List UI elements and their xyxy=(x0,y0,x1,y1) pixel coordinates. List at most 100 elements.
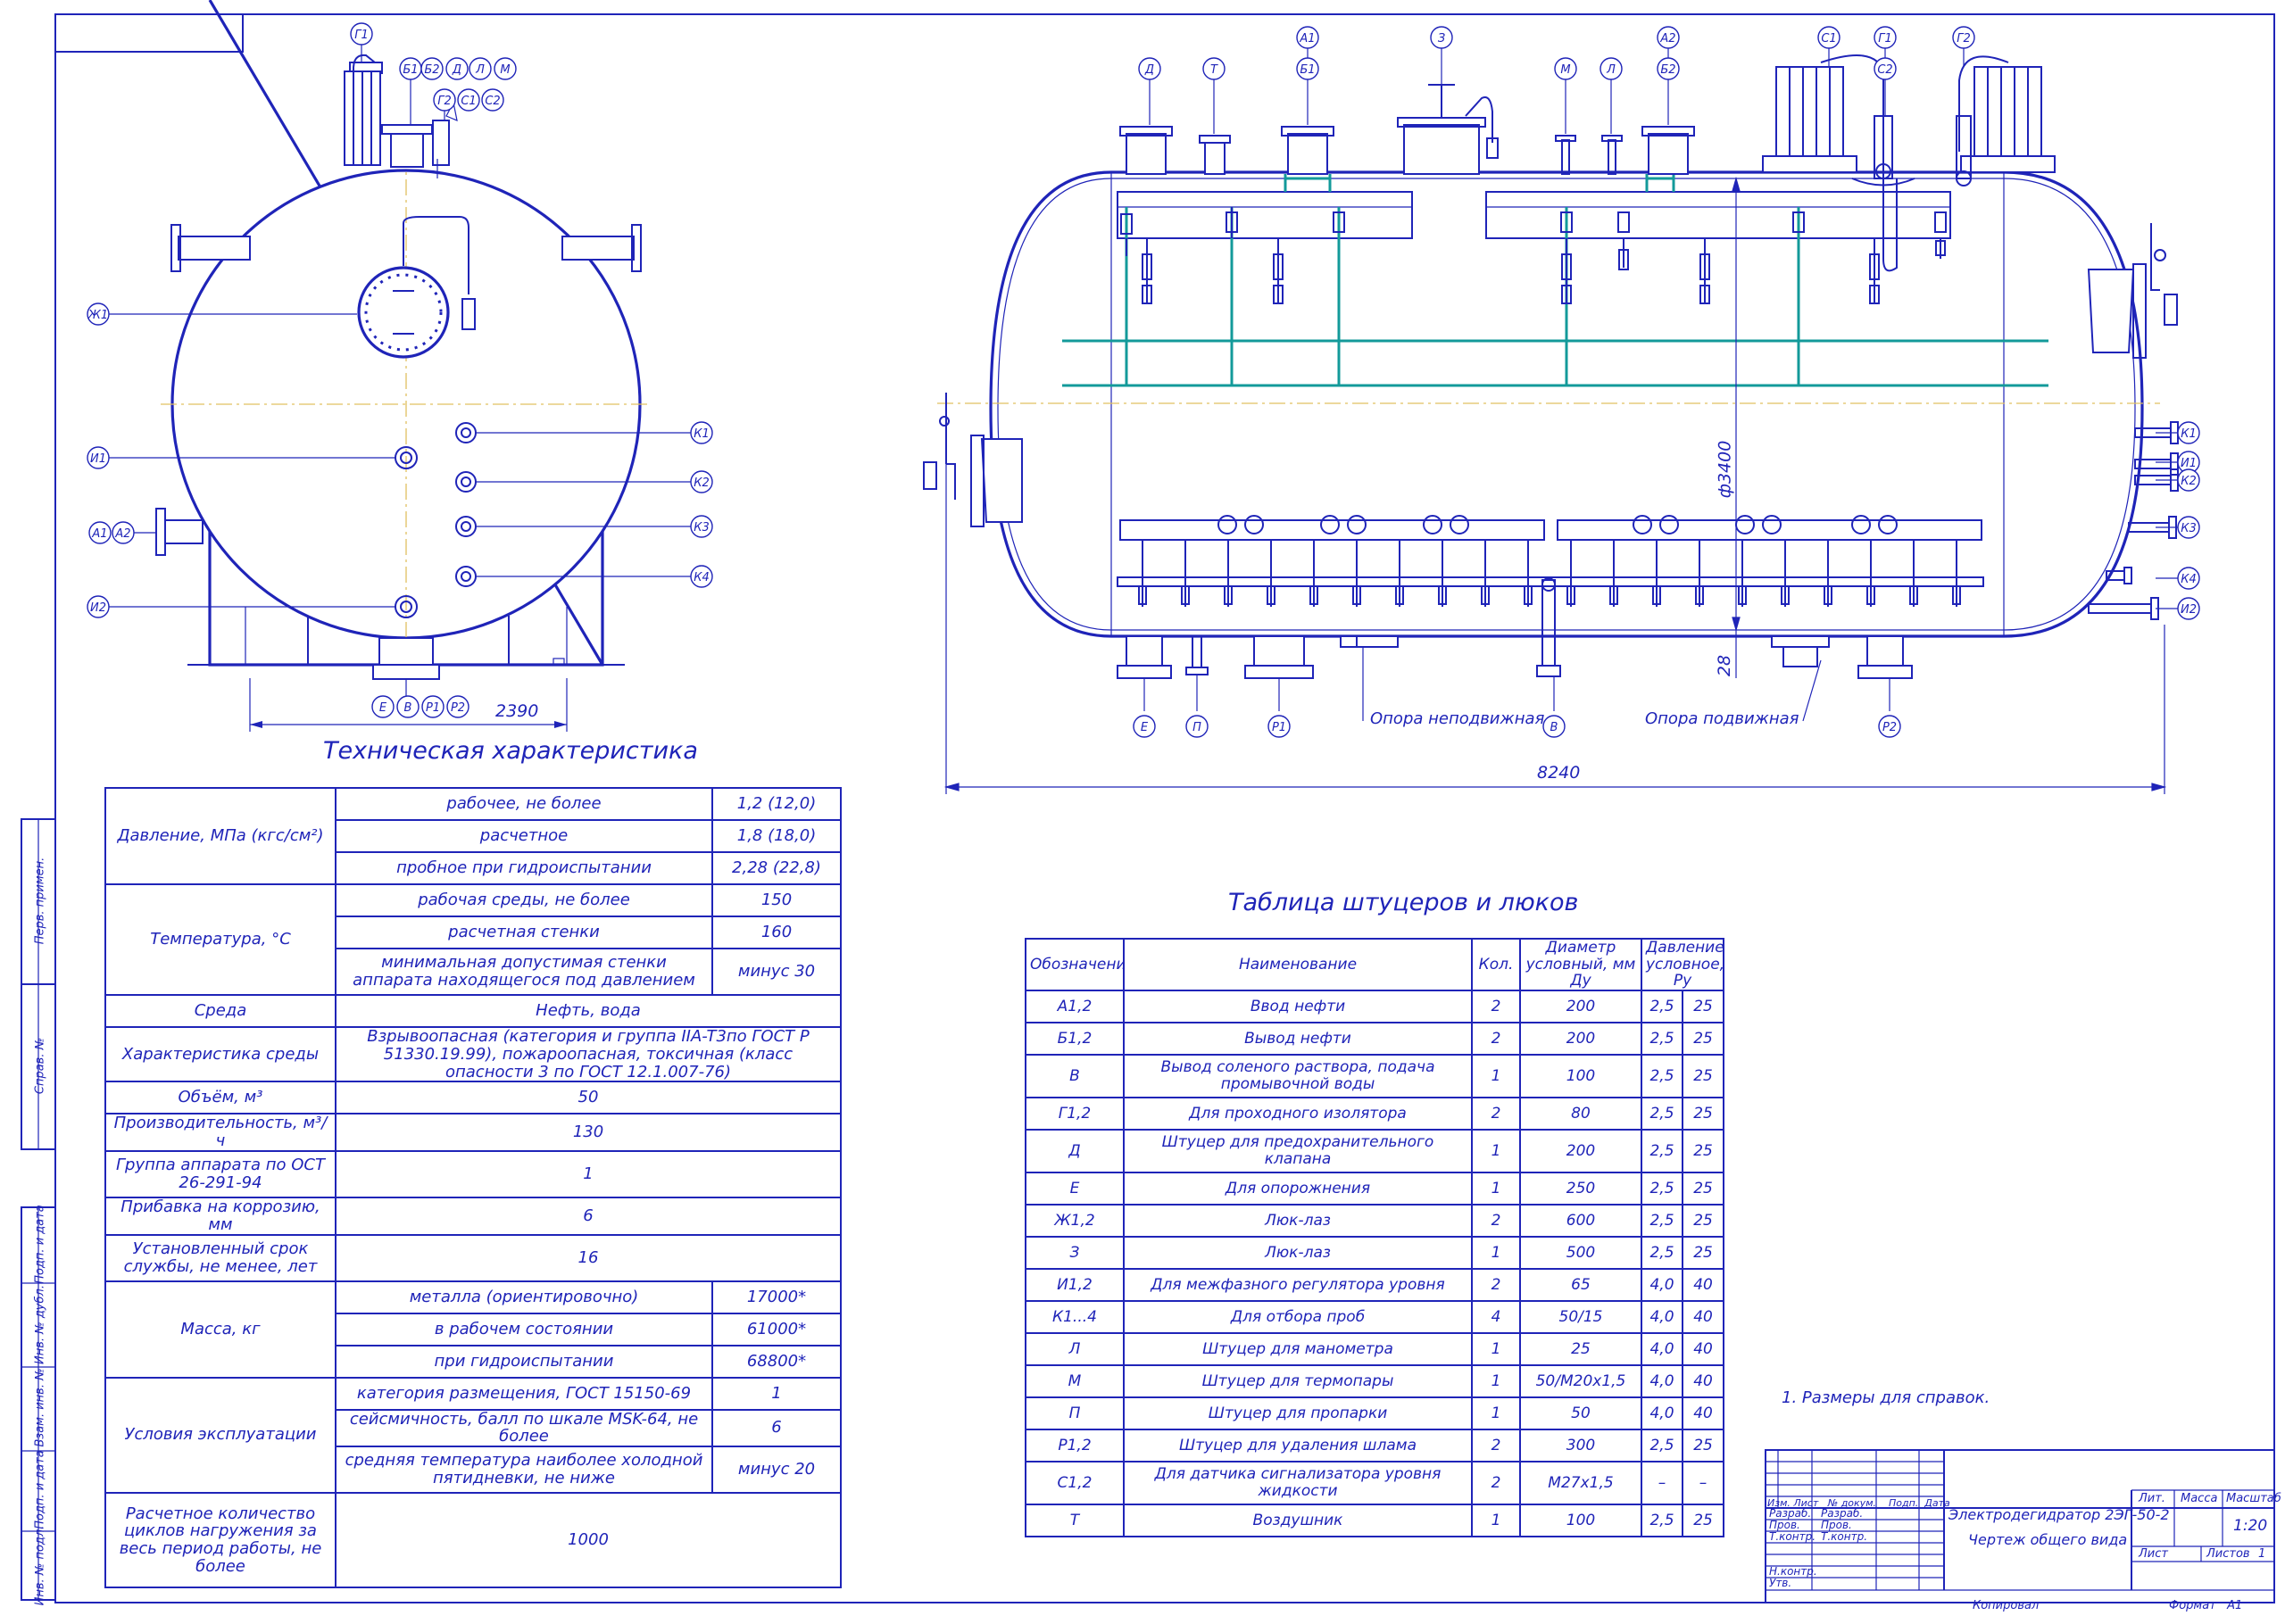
callout-bubble: Д xyxy=(445,57,469,80)
fittings-cell: 2 xyxy=(1471,1429,1521,1463)
callout-label: И1 xyxy=(90,452,106,466)
fittings-cell: Для датчика сигнализатора уровня жидкост… xyxy=(1123,1461,1473,1506)
fittings-cell: 1 xyxy=(1471,1396,1521,1431)
tech-cell: средняя температура наиболее холодной пя… xyxy=(335,1446,713,1495)
tech-cell: Производительность, м³/ч xyxy=(104,1113,337,1152)
tech-cell: 50 xyxy=(335,1081,842,1115)
fittings-cell: 2,5 xyxy=(1641,1429,1683,1463)
fittings-cell: 4,0 xyxy=(1641,1396,1683,1431)
stamp-roles: Разраб.Пров.Т.контр. xyxy=(1821,1507,1868,1543)
fittings-cell: И1,2 xyxy=(1025,1268,1125,1303)
fittings-cell: 2 xyxy=(1471,1022,1521,1056)
callout-bubble: Ж1 xyxy=(87,302,110,326)
callout-label: Г2 xyxy=(1957,32,1971,46)
callout-bubble: М xyxy=(1554,57,1577,80)
fittings-cell: Е xyxy=(1025,1172,1125,1206)
fittings-cell: Штуцер для термопары xyxy=(1123,1364,1473,1399)
fittings-cell: Ввод нефти xyxy=(1123,990,1473,1024)
tech-cell: Нефть, вода xyxy=(335,994,842,1028)
callout-bubble: Б1 xyxy=(399,57,422,80)
fittings-cell: 65 xyxy=(1519,1268,1642,1303)
fittings-cell: 1 xyxy=(1471,1504,1521,1538)
fittings-cell: 25 xyxy=(1681,1504,1725,1538)
fittings-cell: 2,5 xyxy=(1641,990,1683,1024)
fittings-cell: 1 xyxy=(1471,1172,1521,1206)
fittings-cell: 1 xyxy=(1471,1129,1521,1174)
tech-cell: металла (ориентировочно) xyxy=(335,1280,713,1314)
fittings-cell: 40 xyxy=(1681,1268,1725,1303)
tech-cell: рабочее, не более xyxy=(335,787,713,821)
callout-label: М xyxy=(1560,63,1570,77)
fittings-cell: 300 xyxy=(1519,1429,1642,1463)
fittings-cell: 200 xyxy=(1519,990,1642,1024)
fittings-header: Давление условное, Ру xyxy=(1640,937,1725,992)
callout-bubble: В xyxy=(1542,715,1566,738)
fittings-cell: Б1,2 xyxy=(1025,1022,1125,1056)
side-view xyxy=(107,0,692,732)
stamp-copied: Копировал xyxy=(1973,1599,2040,1612)
stamp-title-2: Чертеж общего вида xyxy=(1968,1531,2128,1548)
fittings-cell: 2 xyxy=(1471,1097,1521,1131)
fittings-cell: Штуцер для удаления шлама xyxy=(1123,1429,1473,1463)
callout-label: К2 xyxy=(2181,475,2197,488)
callout-label: Р2 xyxy=(1882,721,1897,734)
callout-bubble: Т xyxy=(1202,57,1226,80)
callout-bubble: Л xyxy=(469,57,492,80)
support-fixed-label: Опора неподвижная xyxy=(1370,709,1545,728)
callout-bubble: К2 xyxy=(2177,468,2200,492)
callout-label: З xyxy=(1438,32,1445,46)
callout-label: Б2 xyxy=(1660,63,1675,77)
callout-label: Г1 xyxy=(1878,32,1892,46)
callout-bubble: А2 xyxy=(112,521,135,544)
callout-label: Е xyxy=(379,701,387,715)
callout-bubble: П xyxy=(1185,715,1209,738)
callout-bubble: Г1 xyxy=(1874,26,1897,49)
callout-bubble: К3 xyxy=(2177,516,2200,539)
callout-bubble: И2 xyxy=(2177,597,2200,620)
left-strip xyxy=(21,818,56,1601)
fittings-cell: – xyxy=(1681,1461,1725,1506)
stamp-sheets: Листов xyxy=(2206,1547,2250,1561)
tech-cell: Характеристика среды xyxy=(104,1025,337,1083)
callout-label: К3 xyxy=(694,521,710,534)
callout-label: А2 xyxy=(1659,32,1675,46)
fittings-cell: 40 xyxy=(1681,1364,1725,1399)
callout-bubble: Г2 xyxy=(433,88,456,112)
fittings-cell: 40 xyxy=(1681,1332,1725,1367)
tech-cell: 6 xyxy=(335,1196,842,1236)
fittings-cell: Воздушник xyxy=(1123,1504,1473,1538)
callout-bubble: Б2 xyxy=(1657,57,1680,80)
callout-bubble: Р2 xyxy=(1878,715,1901,738)
callout-bubble: М xyxy=(494,57,517,80)
fittings-cell: 4,0 xyxy=(1641,1300,1683,1335)
fittings-cell: 4,0 xyxy=(1641,1364,1683,1399)
fittings-cell: 25 xyxy=(1681,1129,1725,1174)
callout-bubble: Д xyxy=(1138,57,1161,80)
fittings-cell: Вывод нефти xyxy=(1123,1022,1473,1056)
fittings-cell: 40 xyxy=(1681,1300,1725,1335)
sheet-frame xyxy=(54,13,2275,1603)
fittings-cell: Для опорожнения xyxy=(1123,1172,1473,1206)
fittings-cell: 25 xyxy=(1519,1332,1642,1367)
fittings-cell: 100 xyxy=(1519,1504,1642,1538)
fittings-cell: 2 xyxy=(1471,1204,1521,1239)
fittings-cell: 1 xyxy=(1471,1054,1521,1099)
callout-bubble: З xyxy=(1430,26,1453,49)
callout-label: Ж1 xyxy=(87,309,108,322)
fittings-cell: П xyxy=(1025,1396,1125,1431)
tech-cell: 16 xyxy=(335,1233,842,1282)
callout-label: А1 xyxy=(1299,32,1315,46)
fittings-header: Наименование xyxy=(1123,937,1473,992)
callout-bubble: К4 xyxy=(2177,567,2200,590)
callout-label: Г2 xyxy=(437,95,452,108)
callout-label: Д xyxy=(452,63,461,77)
